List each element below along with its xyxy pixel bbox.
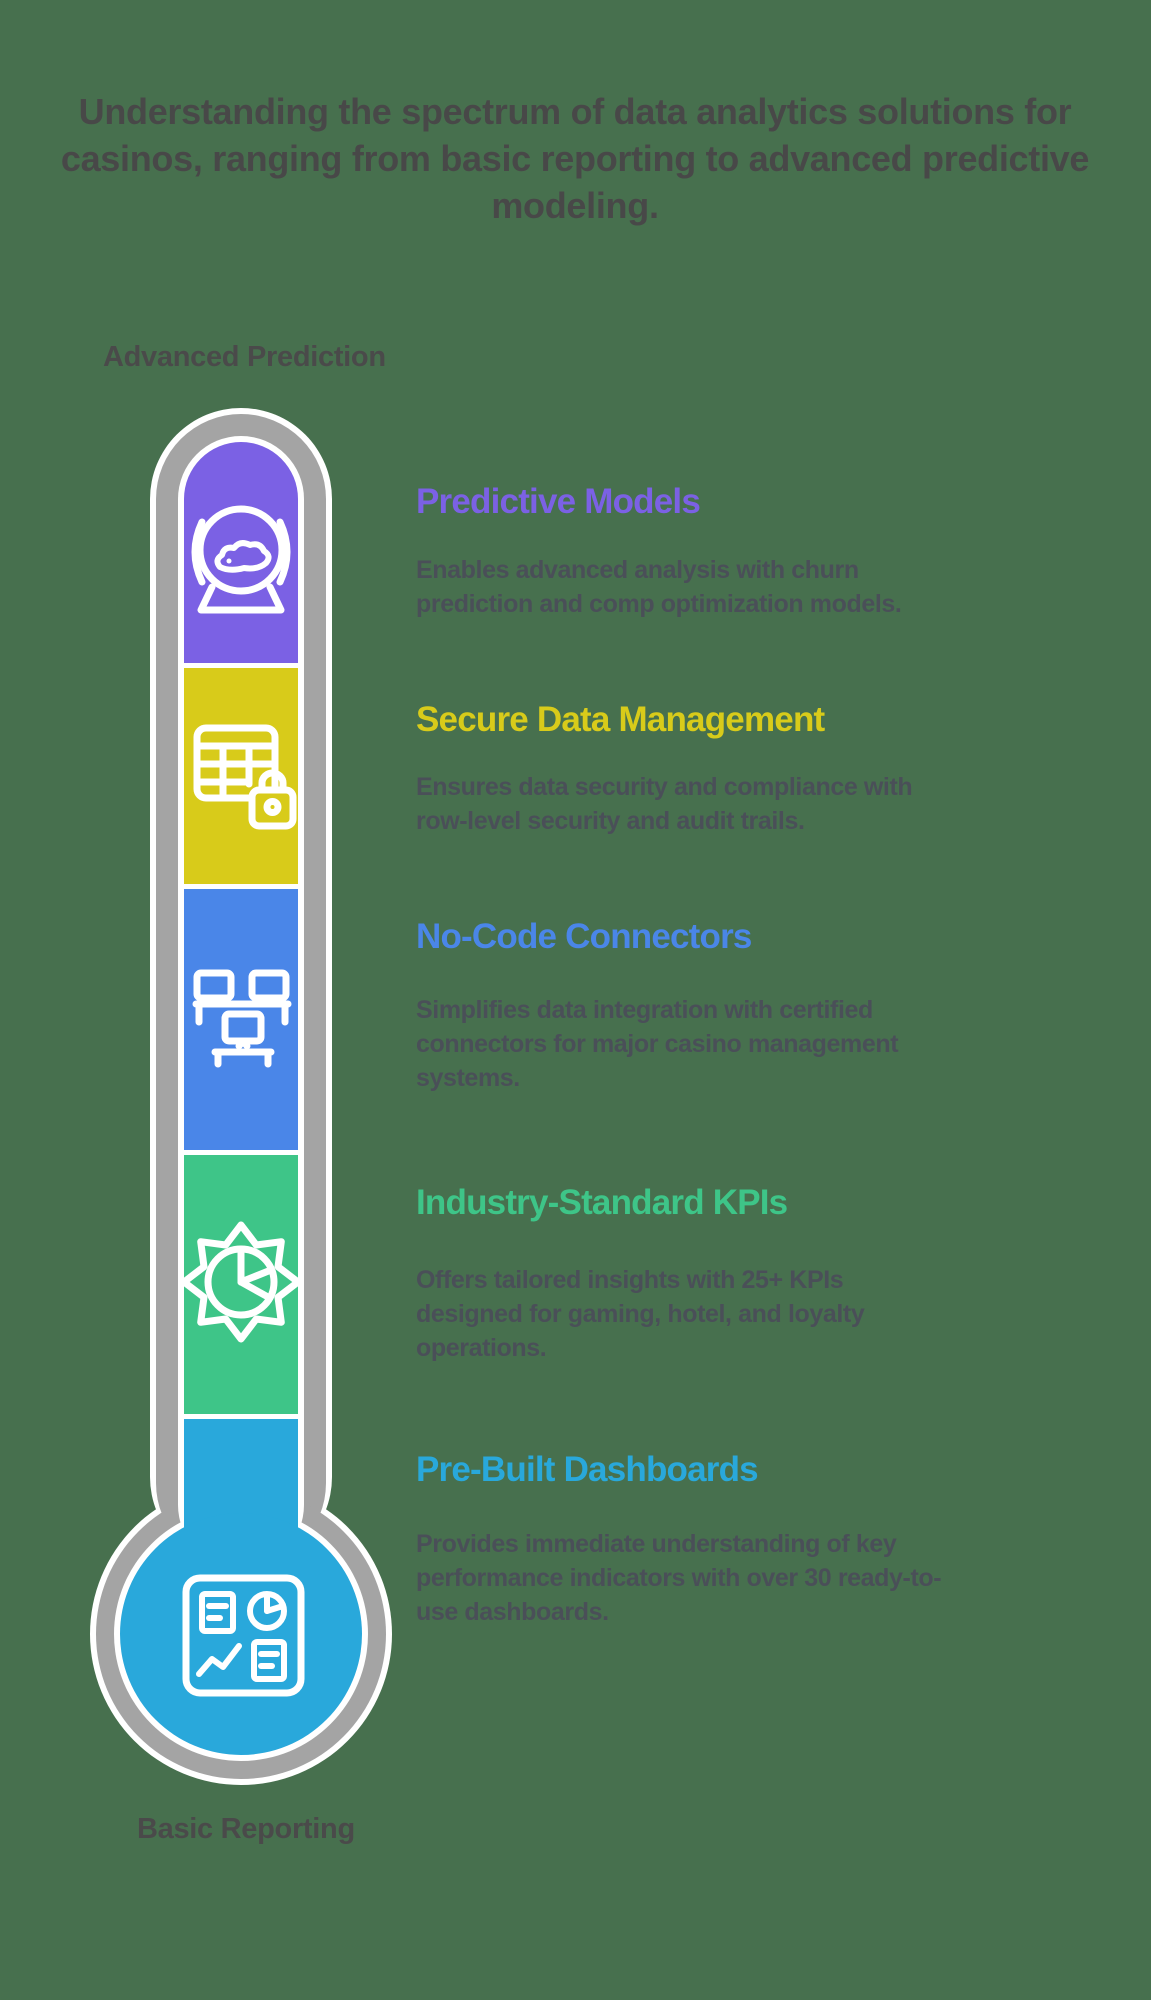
section-description: Provides immediate understanding of key …	[416, 1530, 942, 1626]
crystal-ball-icon	[191, 505, 291, 614]
scale-label-basic-reporting: Basic Reporting	[137, 1813, 355, 1845]
section-title: Predictive Models	[416, 482, 701, 521]
section-pre-built-dashboards: Pre-Built Dashboards Provides immediate …	[416, 1450, 961, 1629]
section-description: Ensures data security and compliance wit…	[416, 773, 913, 835]
dashboard-icon	[182, 1574, 305, 1697]
section-industry-standard-kpis: Industry-Standard KPIs Offers tailored i…	[416, 1183, 956, 1365]
section-description: Simplifies data integration with certifi…	[416, 996, 899, 1092]
section-secure-data-management: Secure Data Management Ensures data secu…	[416, 700, 916, 838]
thermometer-segment-pre-built-dashboards	[120, 1419, 362, 1755]
page-title: Understanding the spectrum of data analy…	[60, 91, 1090, 226]
gear-pie-chart-icon	[180, 1221, 302, 1343]
section-title: Industry-Standard KPIs	[416, 1183, 788, 1222]
secure-table-lock-icon	[193, 724, 297, 830]
section-description: Offers tailored insights with 25+ KPIs d…	[416, 1266, 865, 1362]
section-title: Secure Data Management	[416, 700, 825, 739]
section-title: Pre-Built Dashboards	[416, 1450, 759, 1489]
network-computers-icon	[192, 969, 292, 1068]
thermometer-segment-no-code-connectors	[184, 889, 298, 1150]
section-title: No-Code Connectors	[416, 917, 752, 956]
scale-label-advanced-prediction: Advanced Prediction	[103, 341, 386, 373]
section-description: Enables advanced analysis with churn pre…	[416, 556, 902, 618]
section-no-code-connectors: No-Code Connectors Simplifies data integ…	[416, 917, 976, 1095]
section-predictive-models: Predictive Models Enables advanced analy…	[416, 482, 936, 621]
